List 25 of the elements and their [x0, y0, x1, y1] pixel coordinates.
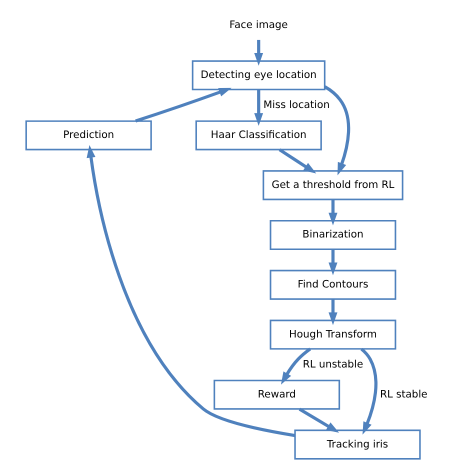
edge-label: RL stable: [380, 388, 427, 400]
arrow: [254, 90, 263, 126]
arrow: [254, 40, 263, 66]
arrow: [278, 148, 316, 174]
arrow: [324, 85, 350, 176]
node-text: Face image: [228, 19, 288, 32]
node-box: Find Contours: [269, 270, 396, 300]
arrow: [328, 299, 337, 326]
node-box: Binarization: [269, 220, 396, 250]
arrow: [298, 408, 339, 433]
node-box: Reward: [213, 380, 340, 410]
arrow: [134, 88, 232, 123]
edge-label: Miss location: [262, 99, 330, 111]
node-box: Hough Transform: [269, 320, 396, 350]
arrow: [360, 348, 377, 435]
arrow: [328, 200, 337, 226]
node-box: Haar Classification: [194, 120, 322, 150]
node-box: Detecting eye location: [191, 60, 325, 90]
node-box: Tracking iris: [294, 430, 420, 460]
node-box: Prediction: [24, 120, 152, 150]
node-box: Get a threshold from RL: [262, 170, 403, 200]
arrow: [86, 145, 295, 438]
arrow: [280, 348, 311, 385]
arrow: [328, 249, 337, 276]
edge-label: RL unstable: [302, 358, 363, 370]
